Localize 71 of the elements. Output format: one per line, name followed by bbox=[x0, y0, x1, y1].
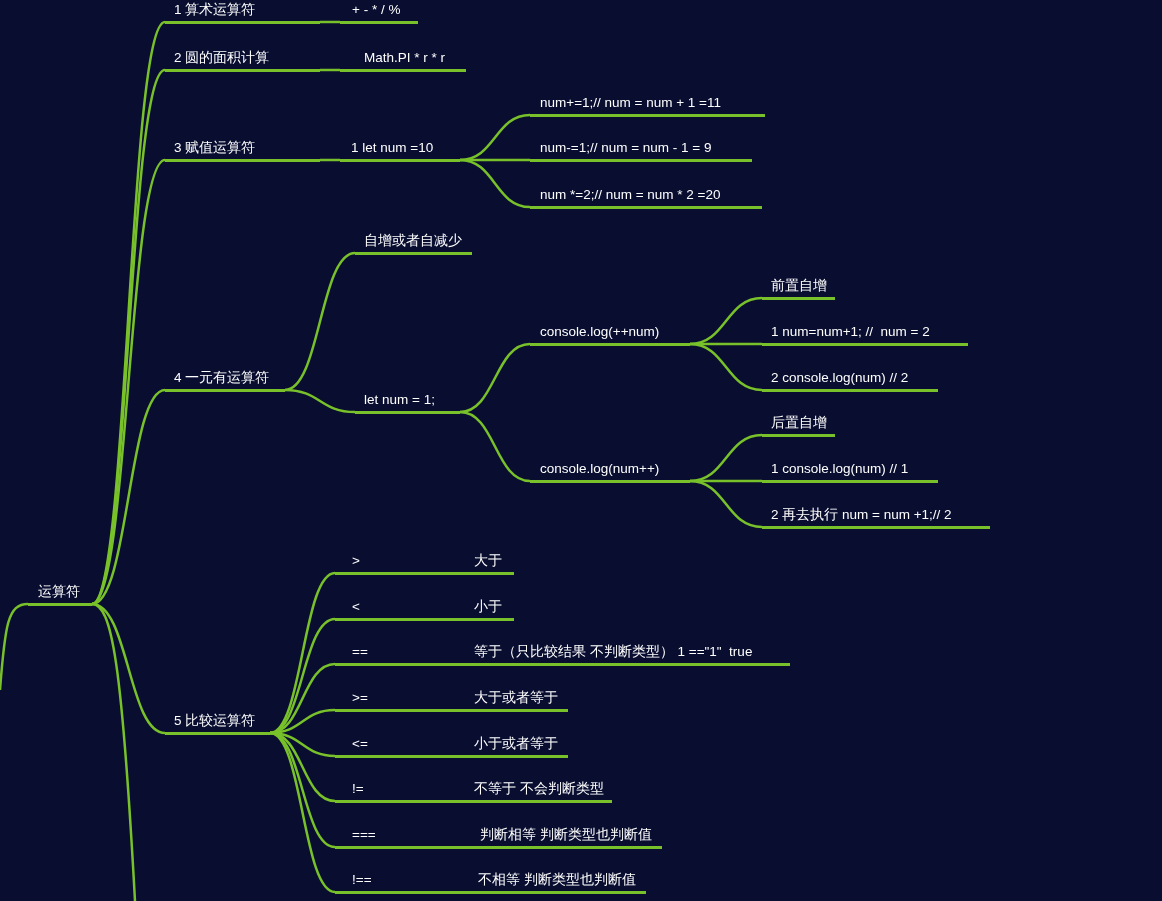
topic-text: 1 console.log(num) // 1 bbox=[771, 459, 909, 477]
branch-line bbox=[284, 388, 356, 414]
topic-branch bbox=[762, 275, 835, 300]
topic-text: 2 圆的面积计算 bbox=[174, 48, 270, 66]
topic-branch bbox=[355, 230, 472, 255]
branch-line bbox=[689, 479, 763, 529]
topic-text: num+=1;// num = num + 1 =11 bbox=[540, 93, 721, 111]
topic-branch bbox=[335, 687, 568, 712]
branch-line bbox=[269, 731, 336, 894]
topic-branch bbox=[762, 504, 990, 529]
branch-line bbox=[91, 602, 137, 901]
topic-text: !== bbox=[352, 870, 372, 888]
topic-branch bbox=[165, 137, 320, 162]
topic-text: > bbox=[352, 551, 360, 569]
branch-line bbox=[91, 388, 166, 606]
topic-text: num-=1;// num = num - 1 = 9 bbox=[540, 138, 712, 156]
description-text: 大于或者等于 bbox=[474, 688, 558, 706]
topic-text: console.log(++num) bbox=[540, 322, 660, 340]
topic-branch bbox=[335, 778, 612, 803]
topic-text: < bbox=[352, 597, 360, 615]
description-text: 大于 bbox=[474, 551, 502, 569]
topic-text: != bbox=[352, 779, 364, 797]
topic-text: 2 console.log(num) // 2 bbox=[771, 368, 909, 386]
topic-text: let num = 1; bbox=[364, 390, 435, 408]
topic-text: num *=2;// num = num * 2 =20 bbox=[540, 185, 721, 203]
branch-line bbox=[459, 342, 531, 414]
topic-text: + - * / % bbox=[352, 0, 401, 18]
branch-line bbox=[689, 342, 763, 392]
topic-text: 1 num=num+1; // num = 2 bbox=[771, 322, 930, 340]
description-text: 等于（只比较结果 不判断类型） 1 =="1" true bbox=[474, 642, 753, 660]
topic-branch bbox=[28, 581, 92, 606]
description-text: 判断相等 判断类型也判断值 bbox=[480, 825, 652, 843]
branch-line bbox=[320, 68, 340, 72]
description-text: 小于 bbox=[474, 597, 502, 615]
topic-branch bbox=[335, 869, 646, 894]
topic-branch bbox=[165, 0, 320, 24]
description-text: 小于或者等于 bbox=[474, 734, 558, 752]
branch-line bbox=[284, 251, 356, 392]
topic-branch bbox=[165, 710, 270, 735]
branch-line bbox=[320, 20, 340, 24]
topic-branch bbox=[335, 596, 514, 621]
topic-text: 自增或者自减少 bbox=[364, 231, 462, 249]
topic-text: 3 赋值运算符 bbox=[174, 138, 256, 156]
topic-branch bbox=[335, 641, 790, 666]
topic-branch bbox=[335, 733, 568, 758]
topic-text: <= bbox=[352, 734, 368, 752]
topic-text: console.log(num++) bbox=[540, 459, 660, 477]
topic-text: 5 比较运算符 bbox=[174, 711, 256, 729]
branch-line bbox=[320, 158, 340, 162]
topic-text: == bbox=[352, 642, 368, 660]
branch-line bbox=[459, 158, 531, 209]
topic-text: 1 算术运算符 bbox=[174, 0, 256, 18]
description-text: 不等于 不会判断类型 bbox=[474, 779, 604, 797]
branch-line bbox=[269, 662, 336, 735]
branch-line bbox=[459, 410, 531, 483]
topic-text: === bbox=[352, 825, 376, 843]
topic-text: Math.PI * r * r bbox=[364, 48, 446, 66]
topic-text: 运算符 bbox=[38, 582, 80, 600]
description-text: 不相等 判断类型也判断值 bbox=[478, 870, 636, 888]
topic-text: 4 一元有运算符 bbox=[174, 368, 270, 386]
topic-text: 1 let num =10 bbox=[351, 138, 434, 156]
topic-text: 2 再去执行 num = num +1;// 2 bbox=[771, 505, 952, 523]
topic-branch bbox=[335, 824, 662, 849]
topic-branch bbox=[762, 412, 835, 437]
branch-line bbox=[0, 602, 29, 691]
topic-text: 前置自增 bbox=[771, 276, 827, 294]
topic-branch bbox=[335, 550, 514, 575]
topic-branch bbox=[165, 367, 285, 392]
topic-branch bbox=[165, 47, 320, 72]
topic-text: >= bbox=[352, 688, 368, 706]
topic-text: 后置自增 bbox=[771, 413, 827, 431]
